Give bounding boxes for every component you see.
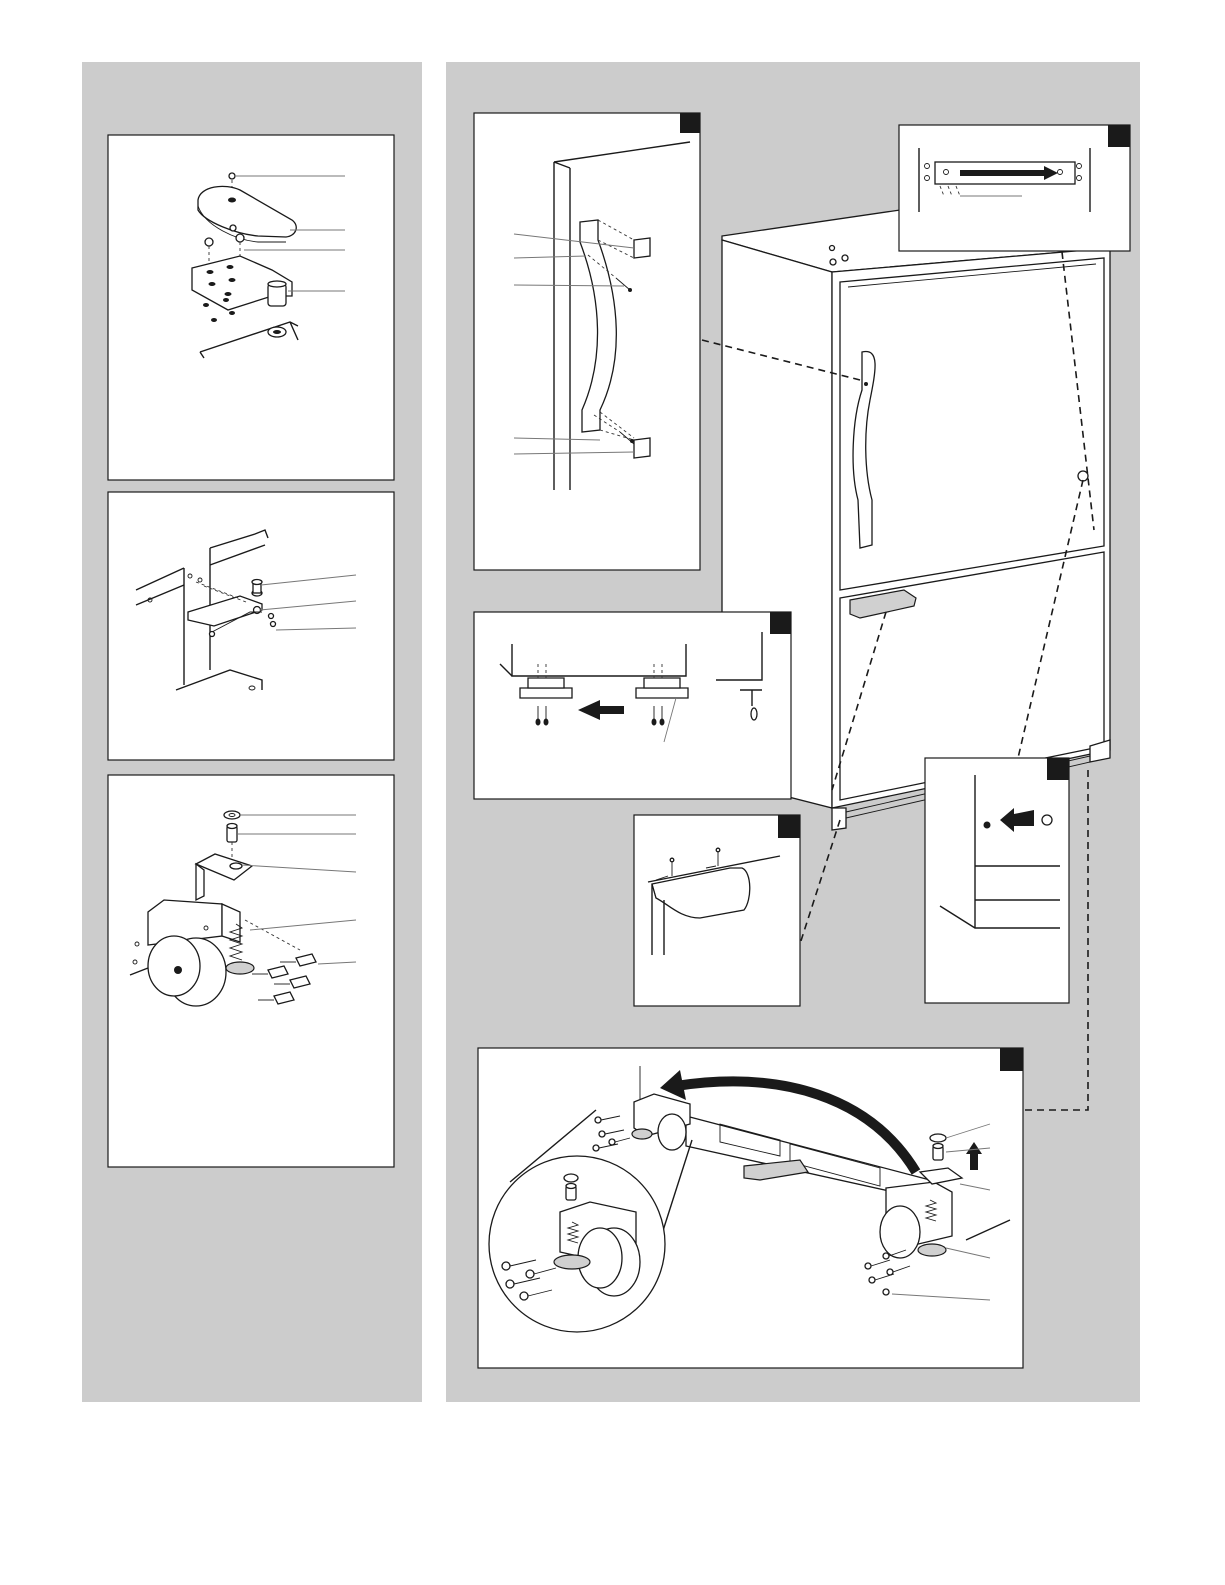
hinge-cover-strip-inset bbox=[899, 125, 1130, 251]
center-hinge-panel bbox=[108, 492, 394, 760]
top-hinge-inset bbox=[108, 135, 394, 480]
inset-marker bbox=[1108, 125, 1130, 147]
inset-marker bbox=[1047, 758, 1069, 780]
inset-marker bbox=[1000, 1048, 1023, 1071]
caster-swap-inset bbox=[478, 1048, 1023, 1368]
inset-marker bbox=[778, 815, 800, 838]
inset-marker bbox=[680, 113, 700, 133]
drawer-trim-inset bbox=[634, 815, 800, 1006]
caster-assembly-panel bbox=[108, 775, 394, 1167]
inset-marker bbox=[770, 612, 791, 634]
freezer-handle-bracket-inset bbox=[474, 612, 791, 799]
center-hinge-inset bbox=[108, 492, 394, 760]
handle-detail-inset bbox=[474, 113, 700, 570]
top-hinge-panel bbox=[108, 135, 394, 480]
plug-hole-inset bbox=[925, 758, 1069, 1003]
